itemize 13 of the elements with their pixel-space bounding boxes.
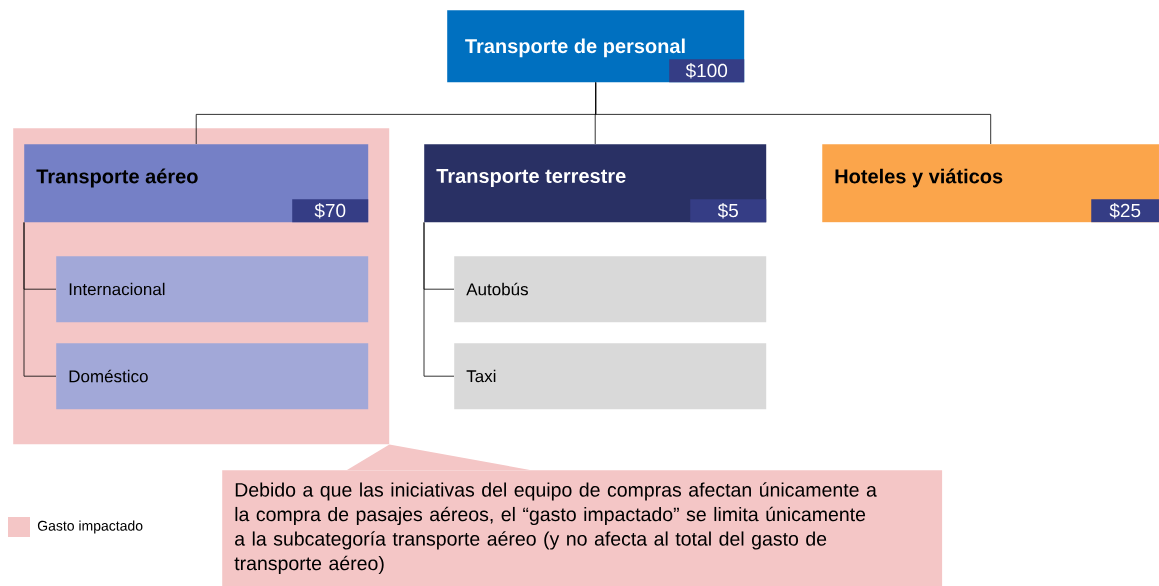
category-box: Transporte terrestre $5 — [424, 144, 767, 223]
connector-line — [23, 222, 57, 377]
connector-line — [595, 82, 992, 145]
category-box: Transporte aéreo $70 — [24, 144, 369, 223]
subcategory-box: Internacional — [56, 256, 369, 323]
callout-pointer — [347, 444, 530, 470]
subcategory-box: Doméstico — [56, 343, 369, 410]
connector-line — [423, 222, 455, 377]
subcategory-box: Autobús — [454, 256, 767, 323]
category-box: Hoteles y viáticos $25 — [822, 144, 1159, 223]
category-box: Transporte de personal $100 — [447, 10, 745, 83]
legend-label: Gasto impactado — [37, 520, 143, 534]
subcategory-box: Taxi — [454, 343, 767, 410]
